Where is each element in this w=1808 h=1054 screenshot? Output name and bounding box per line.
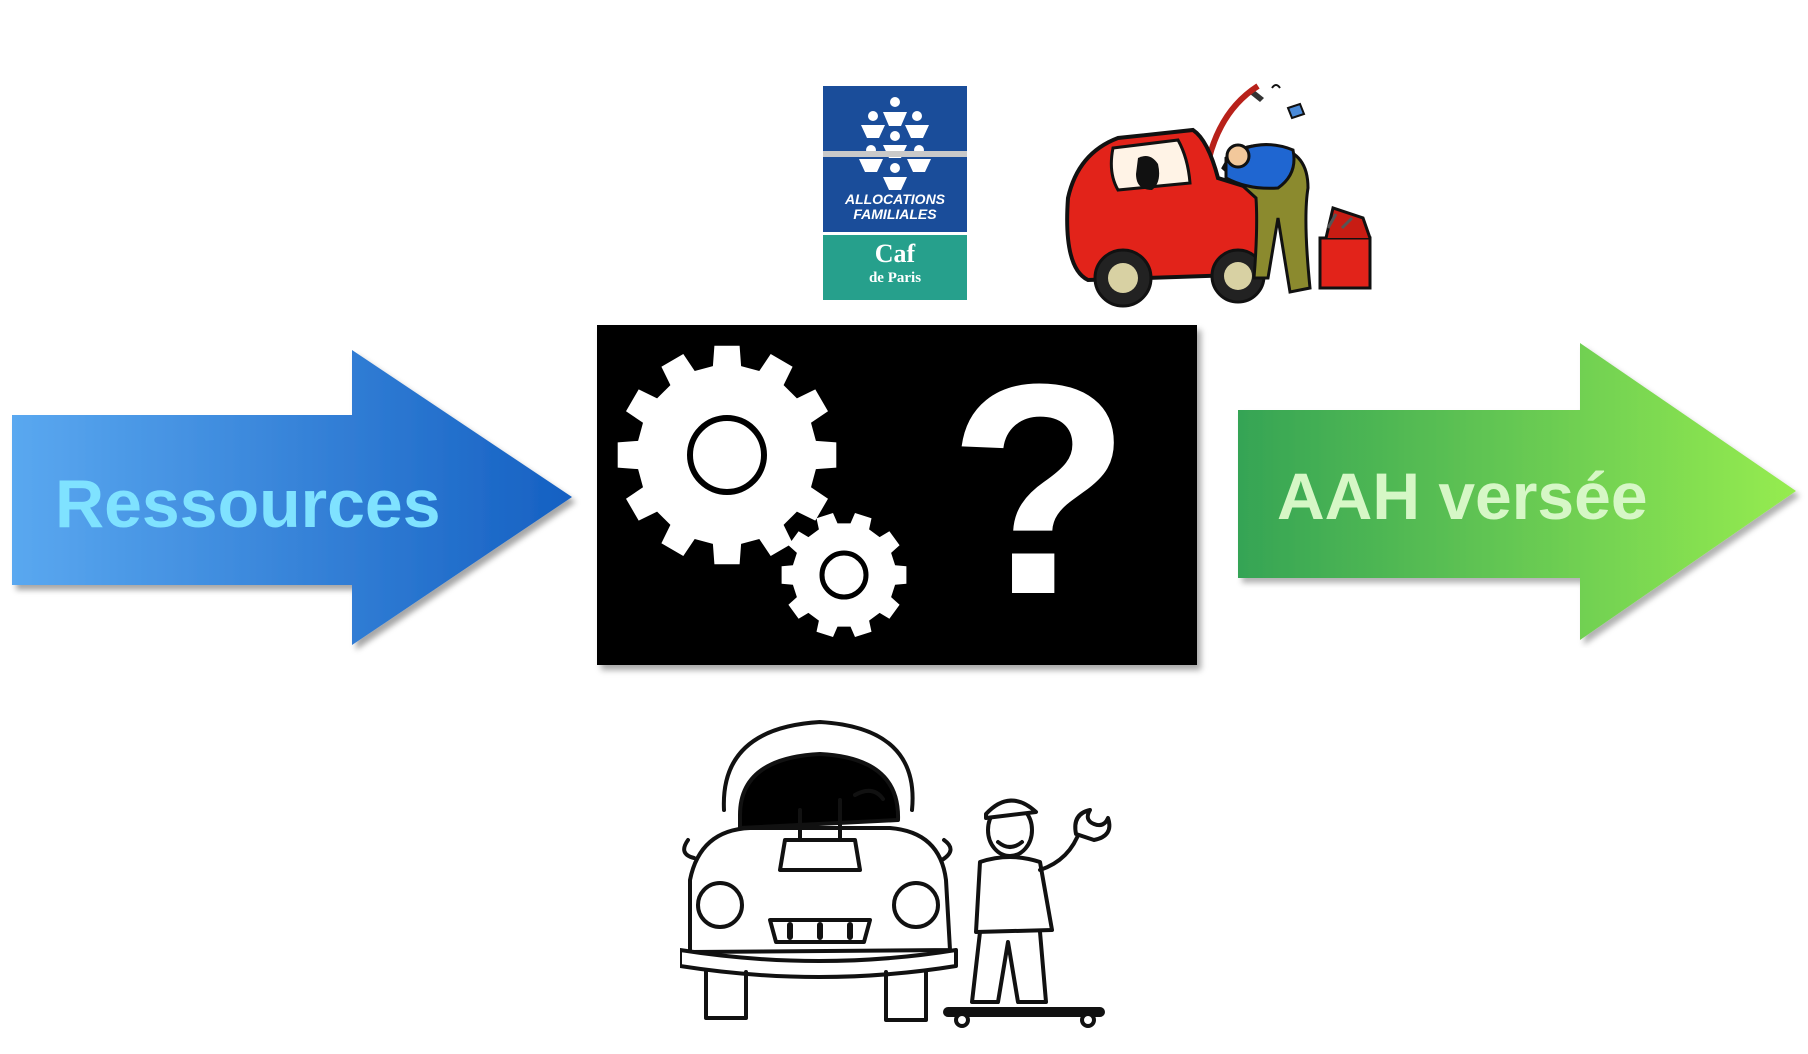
caf-logo-line1: ALLOCATIONS: [844, 191, 946, 207]
caf-logo-allocations-text: ALLOCATIONS FAMILIALES: [823, 192, 967, 222]
output-arrow-shape: [1238, 343, 1796, 640]
input-arrow-label: Ressources: [55, 466, 441, 542]
caf-family-figures-icon: [859, 97, 931, 190]
toolbox-icon: [1318, 236, 1372, 290]
mechanic-with-car-illustration: [680, 720, 1120, 1030]
caf-logo-name: Caf: [874, 239, 916, 268]
input-arrow-shape: [12, 350, 572, 645]
caf-logo-city: de Paris: [868, 270, 922, 286]
caf-logo-line2: FAMILIALES: [853, 206, 937, 222]
output-arrow: [1236, 338, 1806, 648]
wrench-icon: [1073, 808, 1112, 842]
gear-hub: [687, 415, 767, 495]
caf-logo: ALLOCATIONS FAMILIALES Caf de Paris: [823, 86, 967, 300]
mechanic-body: [974, 855, 1054, 934]
gear-hub: [819, 550, 869, 600]
large-gear-icon: [617, 345, 837, 565]
small-gear-icon: [781, 513, 907, 637]
process-black-box: ?: [597, 325, 1197, 665]
output-arrow-label: AAH versée: [1277, 459, 1648, 533]
car-body-lineart: [688, 826, 952, 954]
question-mark-symbol: ?: [947, 321, 1132, 657]
flying-wrench-icon: [1250, 90, 1264, 102]
input-arrow: [10, 345, 590, 655]
caf-logo-bottom-panel: Caf de Paris: [823, 232, 967, 300]
caf-logo-stripe: [823, 151, 967, 157]
gears-graphic: [617, 345, 907, 637]
red-car-repair-illustration: [1058, 78, 1378, 318]
